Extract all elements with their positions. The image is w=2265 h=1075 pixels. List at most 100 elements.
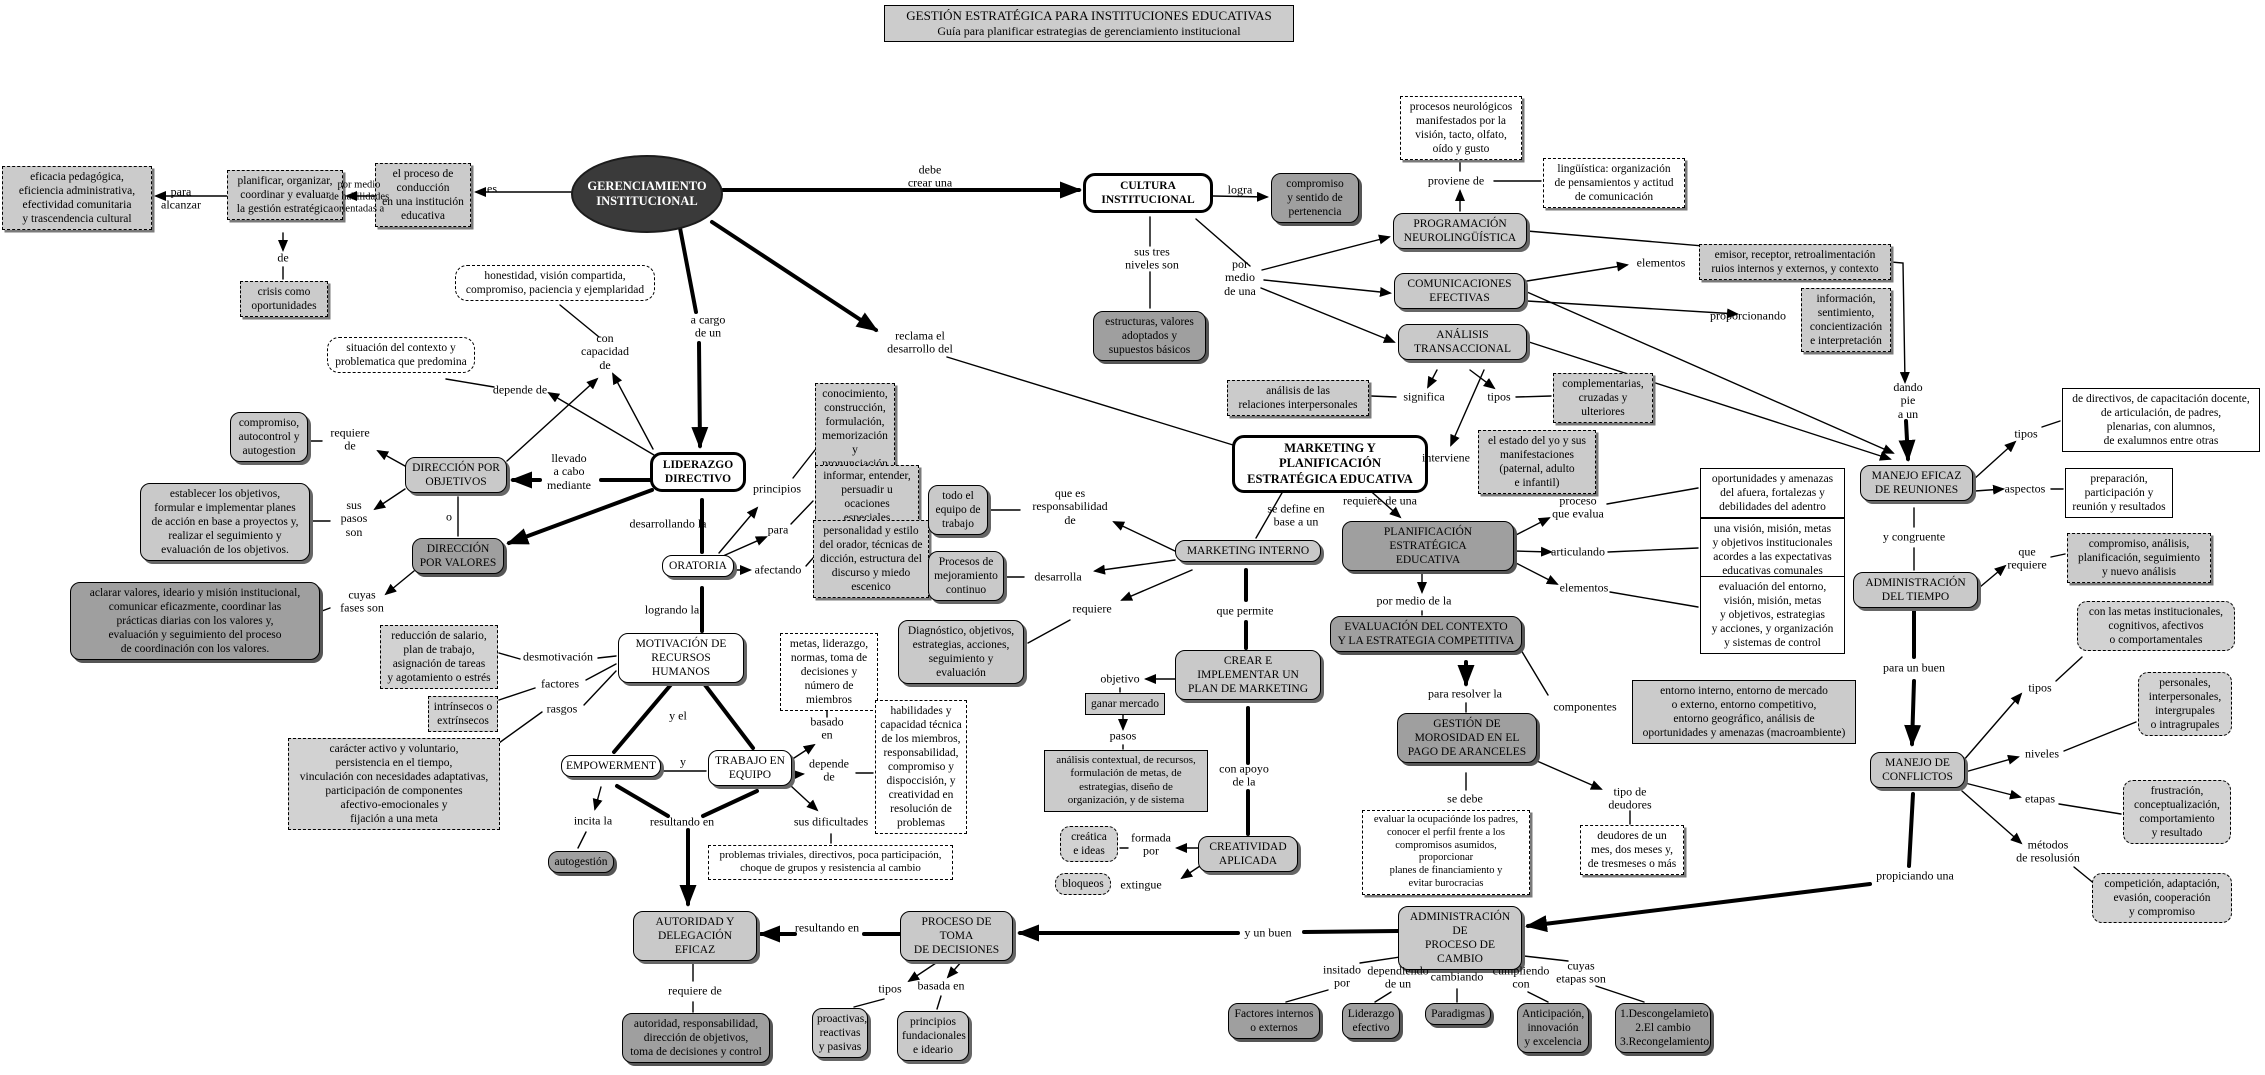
node-marketing-interno: MARKETING INTERNO [1175, 540, 1321, 563]
label-para-resolver: para resolver la [1428, 686, 1502, 701]
label-extingue: extingue [1120, 877, 1162, 892]
edge-86 [506, 488, 654, 545]
label-cumpliendo: cumpliendo con [1492, 963, 1550, 991]
label-a-cargo: a cargo de un [690, 312, 726, 340]
label-por-medio-una: por medio de una [1224, 256, 1256, 298]
node-admin-tiempo: ADMINISTRACIÓN DEL TIEMPO [1853, 572, 1978, 609]
edge-71 [1606, 487, 1699, 505]
edge-41 [1962, 692, 2023, 762]
node-caracter: carácter activo y voluntario, persistenc… [288, 738, 500, 831]
label-de1: de [277, 250, 289, 265]
edge-20 [1526, 230, 1910, 384]
node-compromiso-autocontrol: compromiso, autocontrol y autogestion [230, 412, 308, 463]
edge-87 [376, 450, 406, 467]
label-requiere-de2: requiere de [668, 983, 722, 998]
edge-116 [790, 743, 816, 761]
edge-112 [498, 711, 543, 744]
node-paradigmas: Paradigmas [1425, 1003, 1491, 1026]
label-articulando: articulando [1551, 544, 1605, 559]
label-y-congruente: y congruente [1882, 529, 1946, 544]
edge-111 [583, 670, 617, 706]
label-etapas: etapas [2025, 791, 2055, 806]
node-una-vision: una visión, misión, metas y objetivos in… [1700, 518, 1845, 583]
label-dependiendo: dependiendo de un [1367, 963, 1429, 991]
edge-70 [1513, 517, 1551, 537]
node-empowerment: EMPOWERMENT [561, 755, 661, 778]
node-procesos-mejoramiento: Procesos de mejoramiento continuo [928, 551, 1004, 602]
label-afectando: afectando [754, 562, 802, 577]
node-oratoria: ORATORIA [662, 555, 734, 578]
label-resultando1: resultando en [649, 814, 715, 829]
node-analisis-contextual: análisis contextual, de recursos, formul… [1044, 750, 1208, 812]
edge-40 [1904, 679, 1922, 747]
edge-103 [790, 500, 814, 525]
node-personales: personales, interpersonales, intergrupal… [2138, 672, 2232, 737]
label-proporcionando: proporcionando [1710, 308, 1786, 323]
node-cultura: CULTURA INSTITUCIONAL [1083, 173, 1213, 214]
node-evaluar-ocupacion: evaluar la ocupaciónde los padres, conoc… [1362, 810, 1530, 895]
node-preparacion: preparación, participación y reunión y r… [2065, 468, 2173, 519]
node-todo-equipo: todo el equipo de trabajo [928, 485, 988, 536]
label-llevado: llevado a cabo mediante [547, 450, 591, 492]
label-insitado: insitado por [1323, 962, 1361, 990]
edge-6 [1212, 191, 1269, 202]
edge-129 [1302, 929, 1400, 934]
edge-12 [1260, 287, 1396, 343]
edge-72 [1513, 546, 1553, 557]
node-motivacion: MOTIVACIÓN DE RECURSOS HUMANOS [618, 633, 744, 684]
edge-25 [1526, 300, 1739, 319]
label-que-permite: que permite [1216, 603, 1274, 618]
label-basada-en: basada en [917, 978, 965, 993]
label-tipos3: tipos [2028, 680, 2052, 695]
edge-16 [946, 356, 1234, 446]
edge-15 [710, 220, 879, 332]
node-marketing-plan: MARKETING Y PLANIFICACIÓN ESTRATÉGICA ED… [1232, 435, 1428, 493]
edge-9 [1195, 218, 1251, 267]
label-elementos1: elementos [1636, 255, 1686, 270]
label-incita: incita la [573, 813, 613, 828]
label-que-requiere: que requiere [2007, 544, 2047, 572]
edge-50 [1525, 882, 1872, 933]
label-desmotivacion: desmotivación [523, 649, 593, 664]
map-title: GESTIÓN ESTRATÉGICA PARA INSTITUCIONES E… [884, 5, 1294, 42]
node-evaluacion-entorno: evaluación del entorno, visión, misión, … [1700, 576, 1845, 655]
edge-24 [1526, 261, 1629, 282]
node-entorno-interno: entorno interno, entorno de mercado o ex… [1632, 680, 1856, 745]
node-frustracion: frustración, conceptualización, comporta… [2123, 780, 2231, 845]
edge-93 [321, 607, 331, 612]
edge-107 [597, 655, 617, 659]
node-liderazgo-efectivo: Liderazgo efectivo [1342, 1003, 1400, 1040]
edge-113 [612, 679, 676, 754]
node-personalidad: personalidad y estilo del orador, técnic… [813, 520, 929, 599]
edge-114 [700, 679, 755, 750]
node-analisis-relaciones: análisis de las relaciones interpersonal… [1227, 380, 1369, 417]
label-objetivo: objetivo [1100, 671, 1140, 686]
node-proceso-toma: PROCESO DE TOMA DE DECISIONES [900, 911, 1013, 962]
label-tipos2: tipos [2014, 426, 2038, 441]
edge-14 [691, 341, 709, 449]
edge-37 [1979, 564, 2007, 588]
edge-33 [1974, 484, 2005, 495]
label-logra: logra [1227, 182, 1253, 197]
label-requiere-de1: requiere de [330, 425, 370, 453]
label-basado-en: basado en [810, 714, 844, 742]
label-debe-crear: debe crear una [907, 162, 953, 190]
label-con-capacidad: con capacidad de [581, 330, 629, 372]
label-propiciando: propiciando una [1876, 868, 1954, 883]
label-significa: significa [1403, 389, 1445, 404]
node-estado-yo: el estado del yo y sus manifestaciones (… [1478, 430, 1596, 495]
edge-47 [1961, 790, 2023, 845]
edge-27 [1370, 395, 1397, 398]
edge-26 [1427, 369, 1438, 389]
label-cambiando: cambiando [1430, 969, 1484, 984]
node-creatica: creática e ideas [1060, 826, 1118, 863]
label-desarrollando: desarrollando la [629, 516, 707, 531]
edge-75 [1609, 591, 1699, 608]
label-proceso-evalua: proceso que evalua [1552, 493, 1604, 521]
label-principios: principios [753, 481, 801, 496]
node-situacion: situación del contexto y problematica qu… [327, 337, 475, 374]
label-logrando: logrando la [644, 602, 700, 617]
edge-125 [701, 789, 759, 818]
edge-10 [1261, 234, 1391, 271]
